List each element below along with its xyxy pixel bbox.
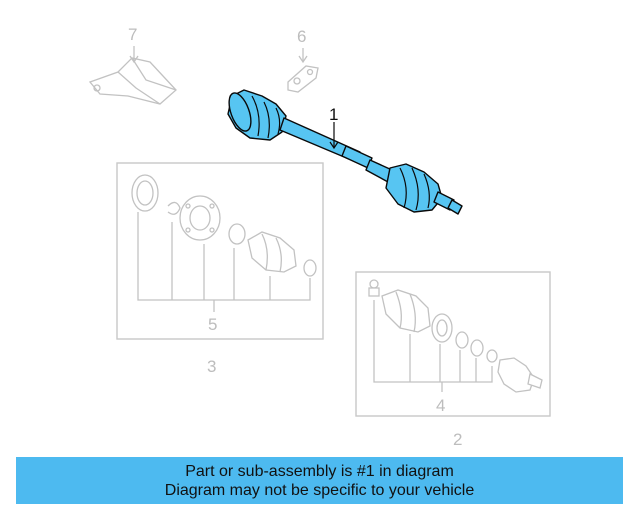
callout-1: 1 (329, 105, 338, 124)
banner-line-disclaimer: Diagram may not be specific to your vehi… (164, 481, 475, 499)
part-6-bracket[interactable]: 6 (287, 27, 319, 93)
part-1-axle-shaft[interactable]: 1 (225, 89, 463, 215)
callout-7: 7 (128, 25, 137, 44)
part-7-heat-shield[interactable]: 7 (88, 25, 177, 105)
callout-5: 5 (208, 315, 217, 334)
callout-6: 6 (297, 27, 306, 46)
assembly-2-outer-joint-kit[interactable]: 4 2 (355, 271, 551, 449)
banner-line-part: Part or sub-assembly is #1 in diagram (185, 462, 454, 480)
callout-3: 3 (207, 357, 216, 376)
assembly-3-frame (116, 162, 324, 340)
assembly-2-frame (355, 271, 551, 417)
callout-2: 2 (453, 430, 462, 449)
callout-4: 4 (436, 396, 445, 415)
info-banner: Part or sub-assembly is #1 in diagram Di… (16, 457, 623, 504)
assembly-3-inner-joint-kit[interactable]: 5 3 (116, 162, 324, 376)
